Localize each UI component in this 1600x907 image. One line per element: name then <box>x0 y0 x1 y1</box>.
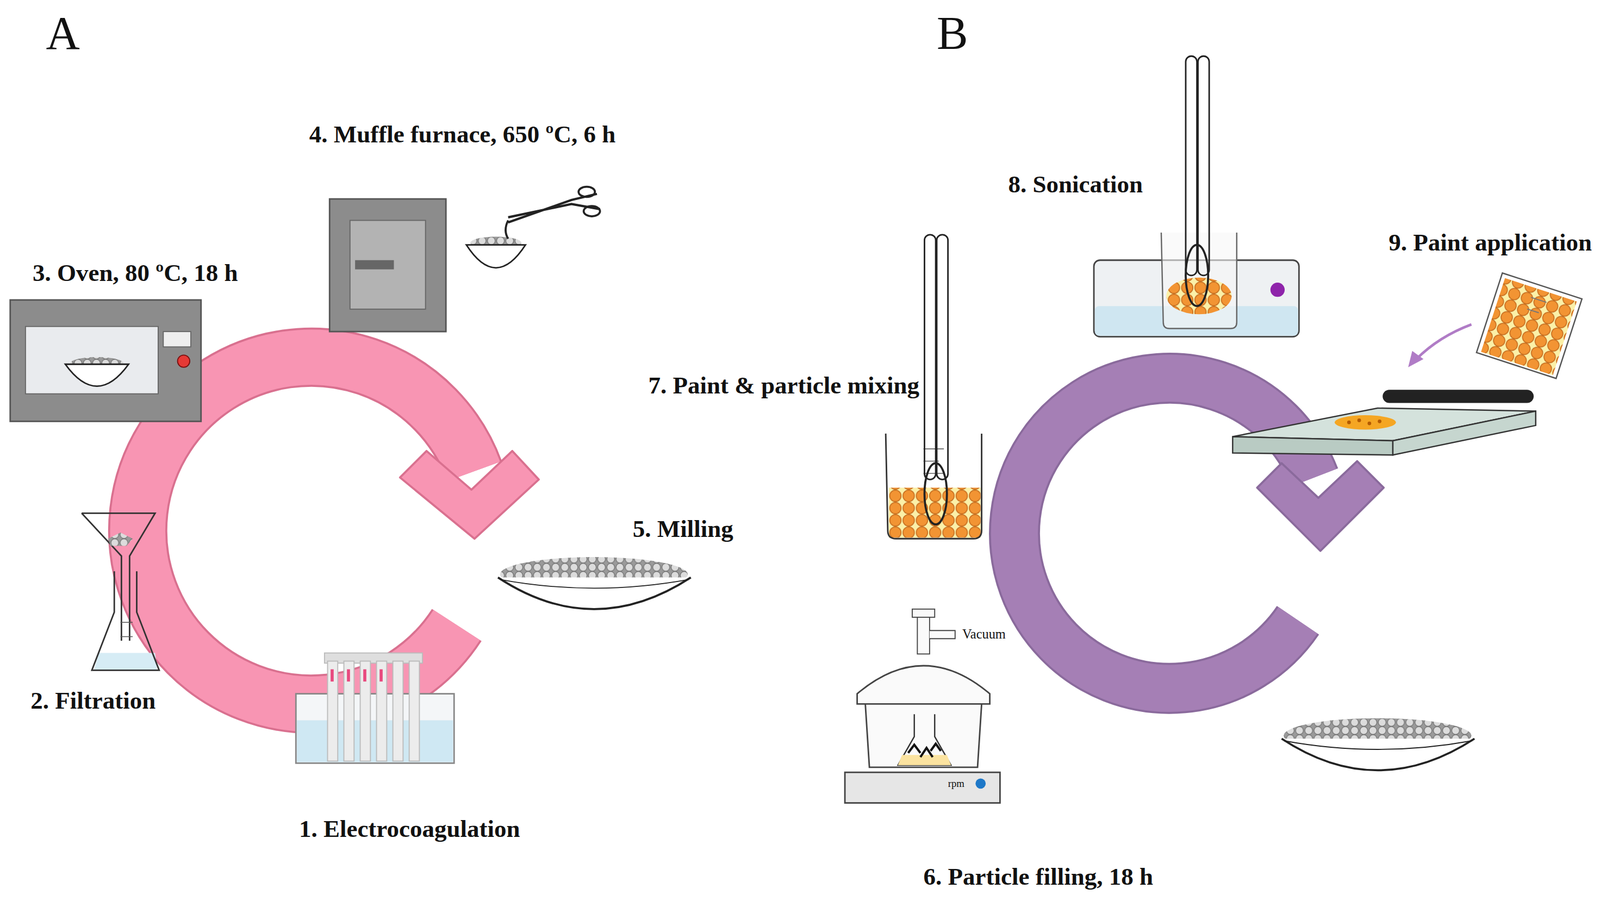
panel-letter: B <box>936 6 969 61</box>
drying-oven <box>10 300 202 422</box>
step-label: 4. Muffle furnace, 650 ºC, 6 h <box>309 120 616 149</box>
panel-letter: A <box>46 6 80 61</box>
filled-particles-dish <box>1281 718 1475 771</box>
step-label: 5. Milling <box>632 515 734 544</box>
step-label: 8. Sonication <box>1007 170 1143 199</box>
step-label: 2. Filtration <box>30 687 156 716</box>
filtration-flask <box>81 513 160 671</box>
step-label: 3. Oven, 80 ºC, 18 h <box>32 259 238 288</box>
muffle-furnace <box>329 187 600 333</box>
step-label: 7. Paint & particle mixing <box>648 371 920 401</box>
step-label: 6. Particle filling, 18 h <box>923 863 1154 892</box>
dial-label: rpm <box>948 777 965 790</box>
milling-dish <box>497 557 691 610</box>
step-label: 9. Paint application <box>1388 228 1592 258</box>
port-label: Vacuum <box>962 626 1006 643</box>
film-applicator <box>1232 272 1582 456</box>
electrocoagulation-cell <box>295 653 454 764</box>
step-label: 1. Electrocoagulation <box>299 815 521 844</box>
